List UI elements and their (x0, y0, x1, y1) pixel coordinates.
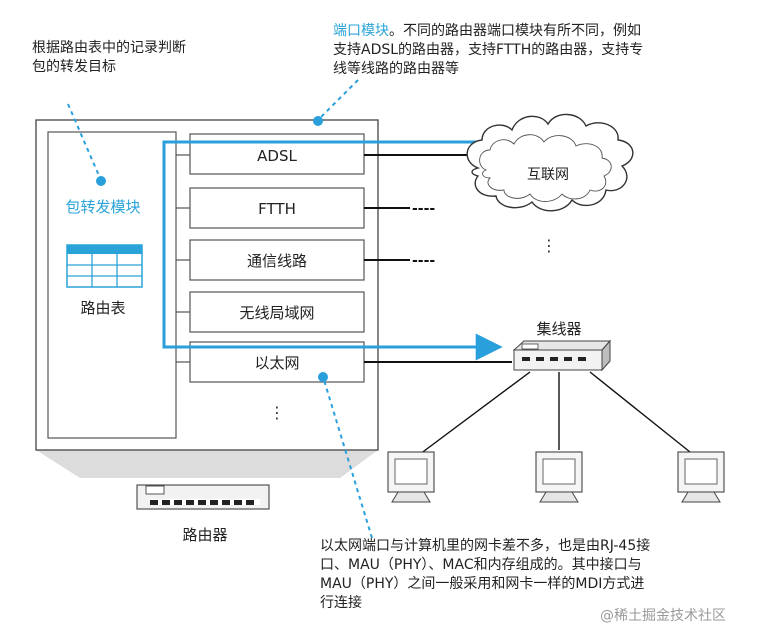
ethernet-port-note: 以太网端口与计算机里的网卡差不多，也是由RJ-45接 口、MAU（PHY）、MA… (320, 537, 650, 613)
port-module-line-3: 线等线路的路由器等 (333, 61, 459, 77)
hub-label: 集线器 (536, 320, 581, 338)
routing-table-icon (66, 244, 143, 288)
port-list: ADSL FTTH 通信线路 无线局域网 以太网 ⋮ (176, 133, 365, 422)
pc-icon-left (387, 451, 435, 503)
callout-leaders (67, 79, 373, 539)
port-label-ethernet: 以太网 (254, 354, 299, 372)
leased-line-dashes: ---- (412, 253, 435, 269)
ethernet-note-line-2: 口、MAU（PHY）、MAC和内存组成的。其中接口与 (320, 557, 642, 573)
port-label-adsl: ADSL (257, 147, 297, 165)
pc-icon-right (677, 451, 725, 503)
ethernet-note-line-3: MAU（PHY）之间一般采用和网卡一样的MDI方式进 (320, 576, 645, 592)
cloud-more-ellipsis: ⋮ (541, 236, 557, 255)
port-module-note: 端口模块。不同的路由器端口模块有所不同，例如 支持ADSL的路由器，支持FTTH… (333, 22, 643, 79)
port-box-ethernet (189, 341, 365, 383)
port-module-line-2: 支持ADSL的路由器，支持FTTH的路由器，支持专 (333, 42, 644, 58)
forward-module-note: 根据路由表中的记录判断 包的转发目标 (32, 40, 186, 75)
ethernet-note-line-4: 行连接 (320, 595, 362, 611)
ftth-dashes: ---- (412, 201, 435, 217)
port-module-title: 端口模块 (333, 23, 389, 39)
watermark: @稀土掘金技术社区 (600, 608, 726, 624)
pc-icon-center (535, 451, 583, 503)
port-label-leased-line: 通信线路 (247, 252, 307, 270)
more-ports-ellipsis: ⋮ (269, 403, 285, 422)
port-box-wlan (189, 291, 365, 333)
routing-table-label: 路由表 (80, 299, 125, 317)
hub-icon (512, 339, 612, 372)
internet-label: 互联网 (527, 167, 569, 183)
port-box-ftth (189, 187, 365, 229)
router-device-label: 路由器 (182, 526, 227, 544)
port-box-leased-line (189, 239, 365, 281)
router-shadow (36, 450, 378, 478)
port-label-wlan: 无线局域网 (239, 304, 314, 322)
port-label-ftth: FTTH (258, 200, 296, 218)
ethernet-note-line-1: 以太网端口与计算机里的网卡差不多，也是由RJ-45接 (320, 538, 651, 554)
hub-cables (411, 371, 701, 461)
router-device-icon (136, 484, 270, 510)
forward-module-label: 包转发模块 (65, 198, 140, 216)
port-module-line-1: 。不同的路由器端口模块有所不同，例如 (389, 23, 641, 39)
internet-cloud-icon (466, 113, 634, 212)
